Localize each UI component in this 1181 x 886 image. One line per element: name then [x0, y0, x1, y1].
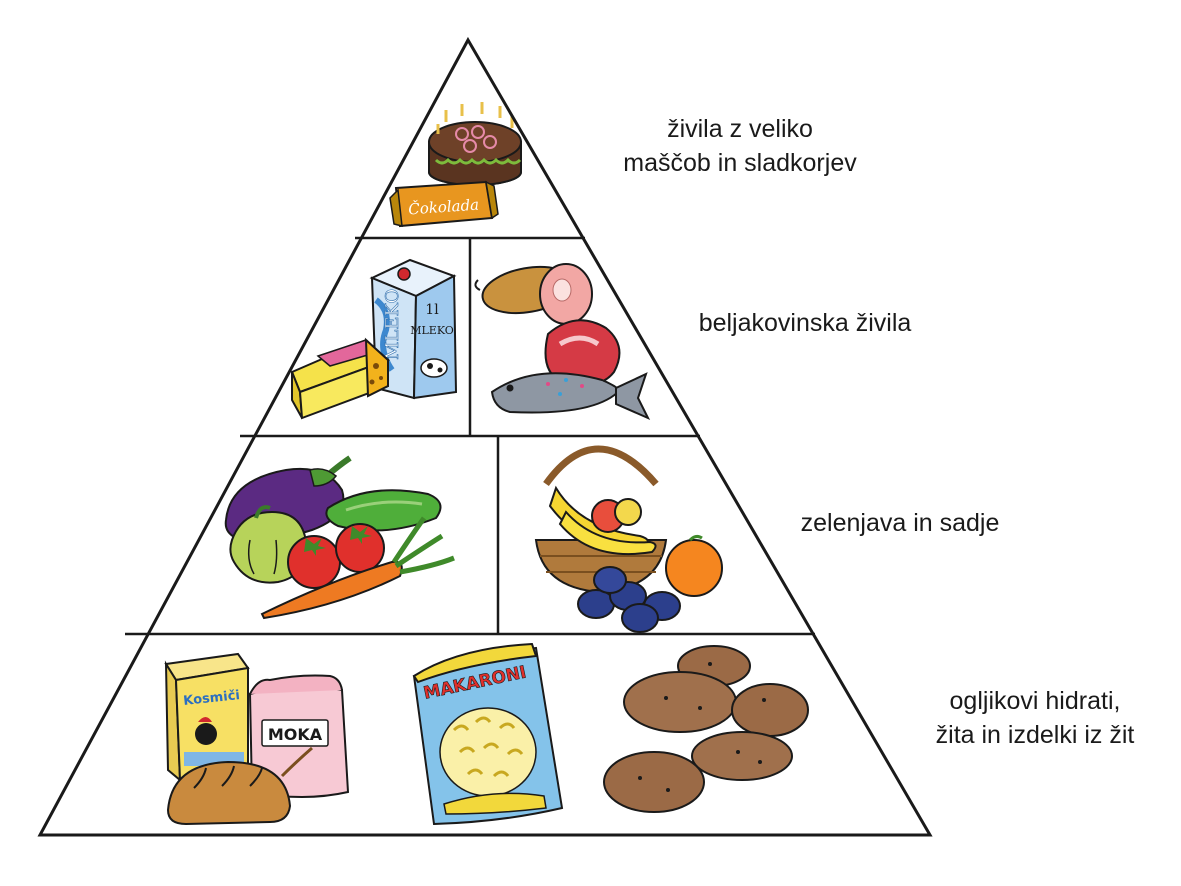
pasta-bag-icon: MAKARONI	[414, 644, 562, 824]
tier-label-protein: beljakovinska živila	[660, 306, 950, 340]
flour-label: MOKA	[268, 725, 323, 744]
tier-label-line: žita in izdelki iz žit	[900, 718, 1170, 752]
tier-label-line: ogljikovi hidrati,	[900, 684, 1170, 718]
tier-label-carbs: ogljikovi hidrati, žita in izdelki iz ži…	[900, 684, 1170, 752]
cereal-box-icon: Kosmiči	[166, 654, 248, 780]
tier-label-line: zelenjava in sadje	[770, 506, 1030, 540]
potatoes-icon	[604, 646, 808, 812]
milk-volume: 1l	[425, 302, 439, 318]
tier-label-fats-sugars: živila z veliko maščob in sladkorjev	[600, 112, 880, 180]
chocolate-bar-icon: Čokolada	[390, 182, 498, 226]
milk-label-small: MLEKO	[410, 324, 454, 337]
milk-label: MLEKO	[382, 289, 403, 360]
tier-label-fruit-veg: zelenjava in sadje	[770, 506, 1030, 540]
fish-icon	[492, 373, 648, 418]
orange-icon	[666, 536, 722, 596]
tier-label-line: beljakovinska živila	[660, 306, 950, 340]
tier-label-line: maščob in sladkorjev	[600, 146, 880, 180]
ham-icon	[475, 260, 592, 324]
tier-label-line: živila z veliko	[600, 112, 880, 146]
cake-icon	[429, 102, 521, 185]
cheese-icon	[292, 340, 388, 418]
